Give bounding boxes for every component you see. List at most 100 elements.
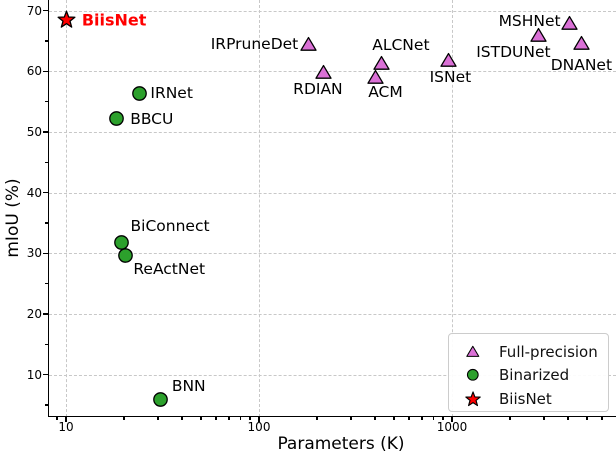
legend-item-binarized: Binarized [449, 364, 608, 388]
x-minor-tick-2000 [509, 417, 511, 420]
triangle-marker-icon [440, 52, 457, 67]
x-minor-tick-5000 [586, 417, 588, 420]
y-tick-40 [43, 191, 48, 194]
y-tick-30 [43, 252, 48, 254]
data-point-label-isnet: ISNet [429, 67, 472, 86]
gridline-y-70 [49, 10, 616, 12]
x-minor-tick-200 [316, 417, 318, 420]
data-point-label-bnn: BNN [171, 376, 206, 395]
x-minor-tick-6000 [601, 417, 603, 420]
data-point-label-acm: ACM [368, 82, 403, 101]
gridline-y-20 [49, 314, 616, 315]
x-minor-tick-30 [157, 417, 159, 420]
x-minor-tick-40 [181, 417, 183, 420]
x-minor-tick-900 [442, 417, 444, 420]
y-tick-label-70: 70 [26, 3, 42, 18]
data-point-label-irprunedet: IRPruneDet [210, 35, 299, 54]
triangle-legend-marker-icon [461, 345, 485, 358]
circle-legend-marker-icon [461, 368, 485, 382]
x-minor-tick-3000 [543, 417, 545, 420]
triangle-marker-icon [373, 55, 390, 70]
y-tick-60 [43, 70, 48, 72]
data-point-mshnet [561, 15, 578, 31]
y-tick-label-40: 40 [26, 185, 42, 200]
x-tick-label-10: 10 [58, 420, 74, 434]
data-point-bbcu [108, 110, 125, 127]
triangle-marker-icon [367, 69, 384, 84]
x-tick-1000 [451, 417, 453, 422]
data-point-alcnet [373, 55, 390, 71]
data-point-label-dnanet: DNANet [550, 55, 613, 74]
y-minor-tick-45 [45, 161, 48, 163]
triangle-marker-icon [315, 65, 333, 80]
legend-label-biisnet: BiisNet [499, 389, 552, 408]
circle-marker-icon [117, 248, 133, 264]
legend-item-biisnet: BiisNet [449, 387, 608, 411]
circle-marker-icon [108, 111, 124, 126]
star-legend-marker-icon [461, 390, 485, 408]
legend-label-binarized: Binarized [499, 366, 570, 385]
x-minor-tick-700 [421, 417, 423, 420]
data-point-istdunet [530, 27, 547, 43]
x-axis-spine [48, 416, 616, 418]
gridline-x-1000 [452, 0, 453, 417]
x-tick-label-100: 100 [247, 420, 271, 434]
x-minor-tick-80 [239, 417, 241, 420]
gridline-y-10 [49, 374, 616, 376]
data-point-irnet [131, 85, 148, 102]
x-minor-tick-20 [123, 417, 125, 420]
y-tick-label-60: 60 [26, 64, 42, 79]
star-marker-icon [57, 10, 76, 28]
x-minor-tick-60 [215, 417, 217, 420]
circle-marker-icon [153, 392, 169, 407]
y-tick-label-10: 10 [26, 367, 42, 382]
y-axis-label: mIoU (%) [3, 178, 23, 258]
x-tick-10 [65, 417, 67, 422]
gridline-x-10 [66, 0, 67, 417]
data-point-dnanet [573, 35, 590, 51]
y-tick-label-50: 50 [26, 124, 42, 139]
x-minor-tick-9 [56, 417, 58, 420]
data-point-biisnet [56, 9, 77, 30]
data-point-label-mshnet: MSHNet [498, 12, 561, 31]
y-tick-50 [43, 131, 48, 133]
y-tick-70 [43, 9, 48, 12]
data-point-label-biconnect: BiConnect [130, 216, 210, 235]
x-minor-tick-4000 [567, 417, 569, 420]
data-point-irprunedet [300, 36, 317, 52]
legend-item-full-precision: Full-precision [449, 340, 608, 364]
y-minor-tick-5 [45, 404, 48, 406]
y-tick-label-30: 30 [26, 246, 42, 261]
x-minor-tick-600 [408, 417, 410, 420]
y-tick-label-20: 20 [26, 307, 42, 321]
x-minor-tick-800 [432, 417, 434, 420]
x-minor-tick-90 [249, 417, 251, 420]
gridline-y-40 [49, 192, 616, 194]
gridline-y-30 [49, 253, 616, 255]
x-axis-label: Parameters (K) [277, 434, 405, 454]
triangle-marker-icon [561, 16, 578, 31]
y-minor-tick-55 [45, 100, 48, 103]
data-point-label-istdunet: ISTDUNet [476, 42, 551, 61]
triangle-marker-icon [573, 35, 590, 50]
x-minor-tick-70 [228, 417, 230, 420]
legend-label-full-precision: Full-precision [499, 342, 598, 361]
y-tick-20 [43, 313, 48, 315]
y-minor-tick-25 [45, 282, 48, 285]
x-minor-tick-300 [350, 417, 352, 420]
gridline-y-50 [49, 131, 616, 133]
data-point-rdian [315, 64, 333, 80]
data-point-isnet [440, 52, 457, 68]
y-minor-tick-35 [45, 222, 48, 224]
x-tick-label-1000: 1000 [436, 420, 468, 434]
data-point-label-biisnet: BiisNet [81, 10, 147, 30]
data-point-label-alcnet: ALCNet [372, 35, 430, 54]
x-minor-tick-400 [374, 417, 376, 420]
data-point-label-irnet: IRNet [150, 84, 193, 103]
data-point-label-rdian: RDIAN [293, 80, 343, 99]
y-tick-10 [43, 374, 48, 376]
data-point-reactnet [117, 247, 134, 264]
y-minor-tick-65 [45, 40, 48, 42]
